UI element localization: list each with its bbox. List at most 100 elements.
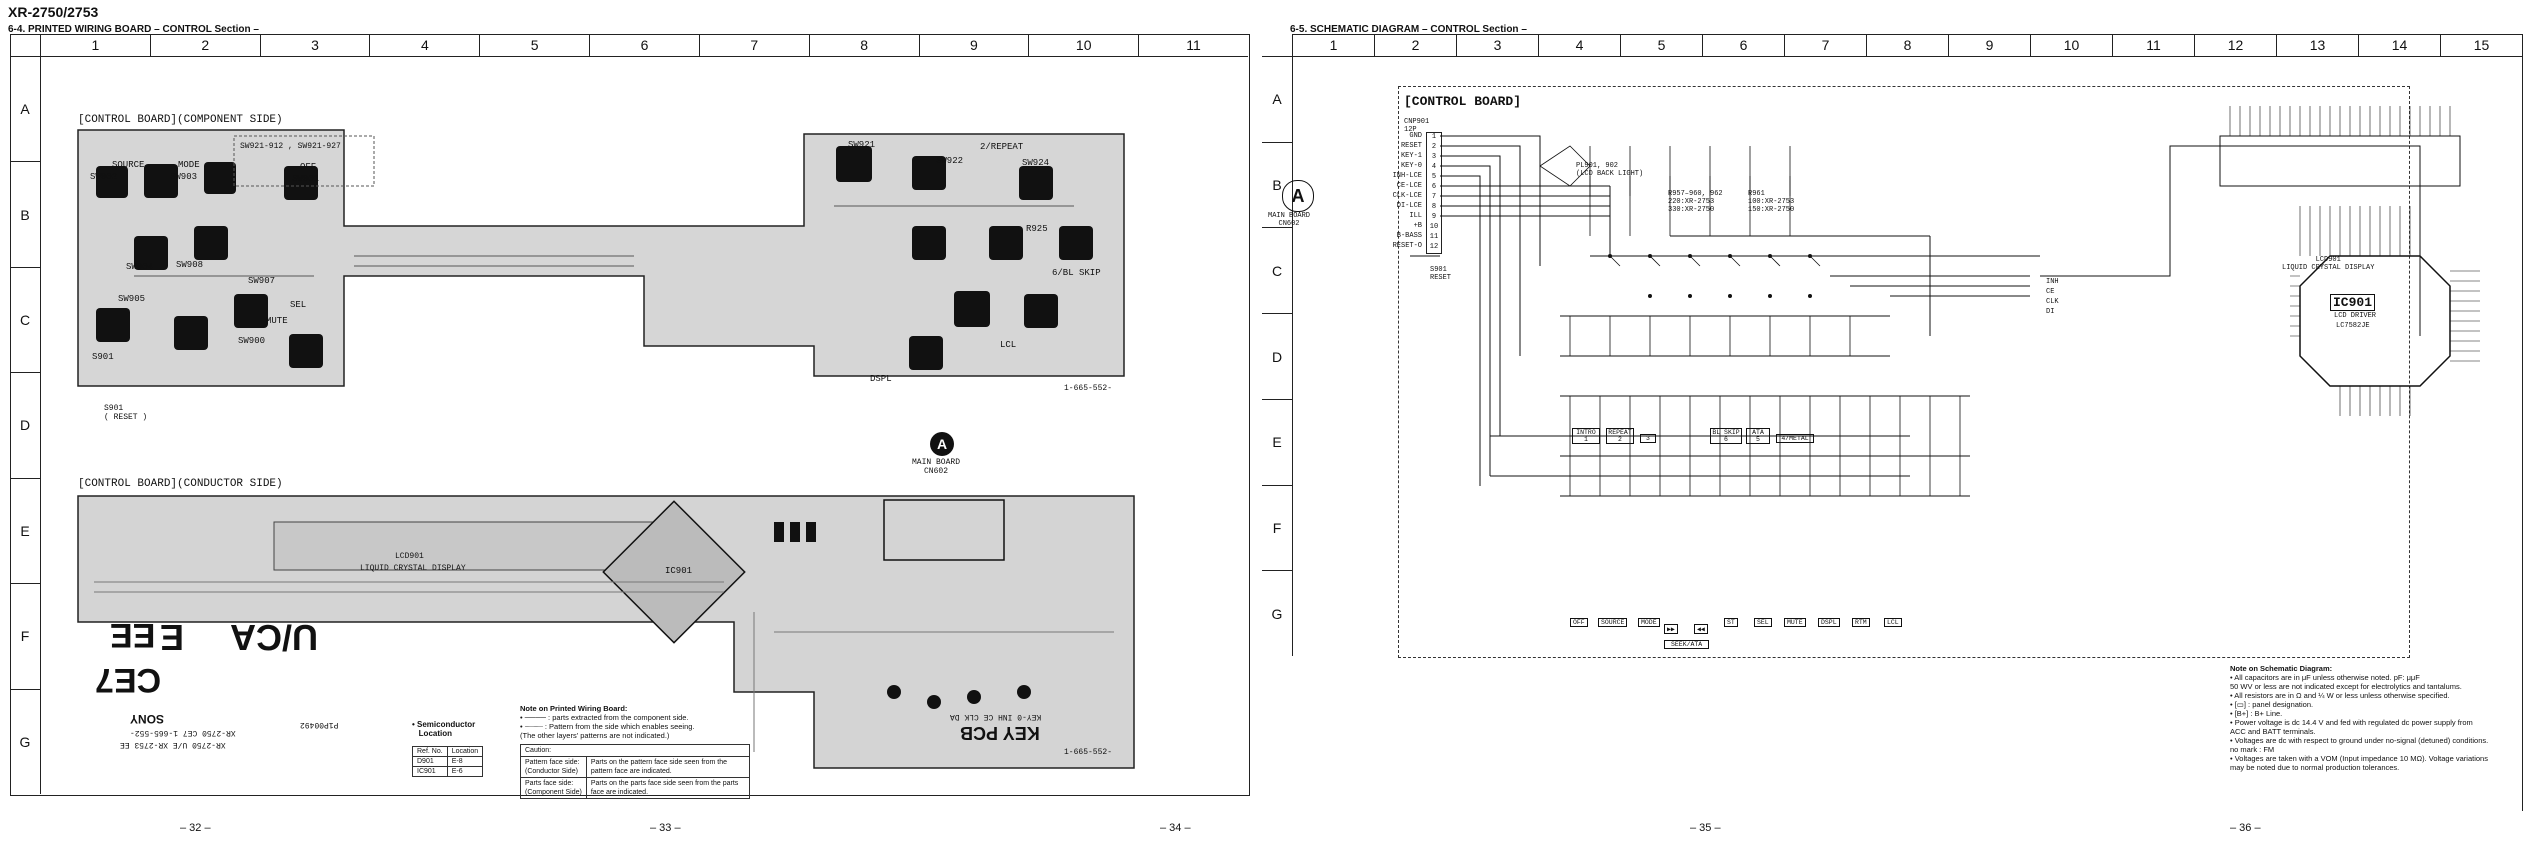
column-label: 5 (479, 34, 589, 56)
column-label: 1 (40, 34, 150, 56)
row-label: F (1262, 484, 1292, 571)
pcb-label: S901 (92, 352, 114, 362)
caution-cell: Pattern face side: (Conductor Side) (520, 756, 587, 778)
row-label: G (10, 688, 40, 794)
pcb-label: SW902 (90, 172, 118, 182)
lcd-ref: LCD901 (395, 552, 424, 561)
panel-button-label: 4/METAL (1776, 434, 1814, 443)
board-code: P1P00492 (300, 720, 339, 729)
row-label: B (10, 161, 40, 266)
panel-button-label: DSPL (1818, 618, 1840, 627)
component-side-board (77, 129, 1125, 387)
pcb-label: OFF (300, 162, 317, 172)
reset-switch: S901 RESET (1430, 266, 1452, 282)
column-label: 5 (1620, 34, 1702, 56)
column-label: 13 (2276, 34, 2358, 56)
schematic-note-line: • Voltages are taken with a VOM (Input i… (2230, 754, 2488, 772)
schematic-note-line: no mark : FM (2230, 745, 2275, 754)
column-label: 11 (2112, 34, 2194, 56)
bus-label: CE (2046, 288, 2055, 296)
caution-cell: Parts on the pattern face side seen from… (585, 756, 751, 778)
row-label: B (1262, 141, 1292, 228)
row-label: D (1262, 313, 1292, 399)
main-board-label: MAIN BOARD CN602 (1268, 212, 1311, 228)
column-label: 9 (918, 34, 1029, 56)
bus-label: CLK (2046, 298, 2059, 306)
bus-label: DI (2046, 308, 2055, 316)
column-label: 4 (369, 34, 479, 56)
conductor-side-title: [CONTROL BOARD](CONDUCTOR SIDE) (78, 478, 283, 490)
signal-name: ILL (1409, 212, 1422, 220)
schematic-note-line: • [B+] : B+ Line. (2230, 709, 2283, 718)
part-number: 1-665-552- (1064, 384, 1113, 393)
row-label: F (10, 583, 40, 688)
panel-button-label: SOURCE (1598, 618, 1628, 627)
panel-button-label: MUTE (1784, 618, 1806, 627)
brand-mark: SONY (130, 712, 165, 726)
pcb-label: DSPL (870, 374, 892, 384)
column-label: 7 (698, 34, 809, 56)
ic901-function: LCD DRIVER (2334, 312, 2377, 320)
column-label: 7 (1784, 34, 1866, 56)
semi-cell: E-8 (446, 756, 484, 767)
page-number: – 36 – (2230, 822, 2261, 834)
pin-number: 4 (1431, 163, 1437, 171)
panel-button-label: SEL (1754, 618, 1772, 627)
column-label: 3 (259, 34, 370, 56)
column-label: 1 (1292, 34, 1374, 56)
signal-name: DI-LCE (1396, 202, 1422, 210)
key-pcb-pins: KEY-0 INH CE CLK DA (950, 712, 1042, 721)
column-label: 2 (1374, 34, 1456, 56)
pcb-label: SOURCE (112, 160, 145, 170)
pcb-label: MODE (178, 160, 200, 170)
column-label: 2 (149, 34, 260, 56)
semi-cell: D901 (412, 756, 448, 767)
marker-a-badge: A (930, 432, 954, 456)
control-board-title: [CONTROL BOARD] (1404, 94, 1522, 109)
schematic-note-title: Note on Schematic Diagram: (2230, 664, 2333, 673)
signal-name: INH-LCE (1392, 172, 1422, 180)
ic901-label: IC901 (2330, 294, 2376, 311)
pcb-label: SW907 (248, 276, 276, 286)
semi-header: Ref. No. (412, 746, 448, 757)
r961-note: R961 100:XR-2753 150:XR-2750 (1748, 190, 1795, 214)
row-label: C (1262, 227, 1292, 313)
pcb-label: SW922 (936, 156, 964, 166)
schematic-column-ruler: 1 2 3 4 5 6 7 8 9 10 11 12 13 14 15 (1292, 34, 2522, 57)
part-number: 1-665-552- (1064, 748, 1113, 757)
column-label: 6 (589, 34, 699, 56)
pin-number: 5 (1431, 173, 1437, 181)
column-label: 9 (1948, 34, 2030, 56)
lcd-desc: LIQUID CRYSTAL DISPLAY (360, 564, 466, 573)
pcb-label: LCL (1000, 340, 1017, 350)
page-number: – 32 – (180, 822, 211, 834)
panel-button-label: OFF (1570, 618, 1588, 627)
pcb-label: SEL (290, 300, 307, 310)
column-label: 10 (2030, 34, 2112, 56)
pin-number: 8 (1431, 203, 1437, 211)
row-label: G (1262, 570, 1292, 656)
pwb-note-line: (The other layers' patterns are not indi… (520, 731, 670, 740)
schematic-row-ruler: A B C D E F G (1262, 56, 1293, 656)
pin-number: 11 (1429, 233, 1439, 241)
pin-number: 3 (1431, 153, 1437, 161)
panel-button-label: MODE (1638, 618, 1660, 627)
lcd-label: LCD901 LIQUID CRYSTAL DISPLAY (2282, 256, 2375, 272)
control-board-outline (1398, 86, 2410, 658)
panel-button-label: REPEAT 2 (1606, 428, 1634, 444)
row-label: A (1262, 56, 1292, 142)
signal-name: CE-LCE (1396, 182, 1422, 190)
connector-pin-block: 1 2 3 4 5 6 7 8 9 10 11 12 (1426, 132, 1442, 254)
page-number: – 33 – (650, 822, 681, 834)
conductor-side-board (77, 495, 1135, 769)
pin-number: 7 (1431, 193, 1437, 201)
pwb-section-title: 6-4. PRINTED WIRING BOARD – CONTROL Sect… (8, 24, 259, 35)
signal-name: +B (1413, 222, 1422, 230)
schematic-note-line: • [▭] : panel designation. (2230, 700, 2314, 709)
component-side-title: [CONTROL BOARD](COMPONENT SIDE) (78, 114, 283, 126)
ic-ref: IC901 (665, 566, 693, 576)
schematic-note-line: • All capacitors are in μF unless otherw… (2230, 673, 2420, 682)
semi-cell: E-6 (446, 766, 484, 777)
schematic-note-line: 50 WV or less are not indicated except f… (2230, 682, 2462, 691)
panel-button-label: ST (1724, 618, 1738, 627)
